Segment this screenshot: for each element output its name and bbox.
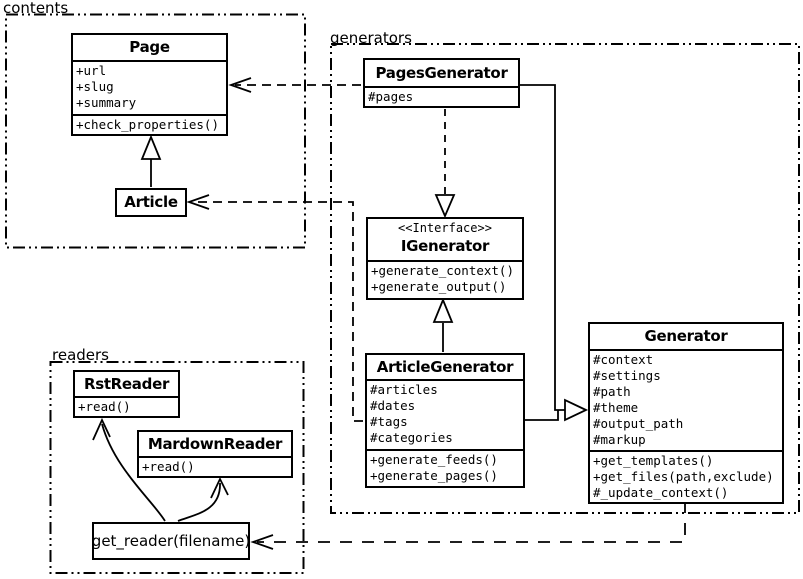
class-box-mardownreader: MardownReader +read() [137,430,293,478]
package-label-contents: contents [3,0,69,17]
edge-generator-to-get-reader [250,501,686,550]
attribute: +url [76,63,107,78]
attribute: #categories [370,430,453,445]
pages-generator-attributes: #pages [365,86,518,106]
method: +generate_output() [371,279,507,294]
method: +read() [78,399,131,414]
rstreader-methods: +read() [75,396,178,416]
function-box-get-reader: get_reader(filename) [92,522,250,560]
package-border-readers [49,361,305,574]
class-title-article: Article [124,193,178,211]
edge-article-to-page [140,134,162,187]
attribute: #output_path [593,416,684,431]
method: +get_templates() [593,453,714,468]
method: +generate_feeds() [370,452,498,467]
attribute: #path [593,384,631,399]
class-title-generator: Generator [644,327,728,345]
method: +get_files(path,exclude) [593,469,774,484]
igenerator-header: <<Interface>> IGenerator [368,219,522,260]
class-title-article-generator: ArticleGenerator [376,358,514,376]
class-box-page: Page +url +slug +summary +check_properti… [71,33,228,136]
attribute: +slug [76,79,114,94]
method: +read() [142,459,195,474]
class-title-rstreader: RstReader [83,375,170,393]
package-border-generators [330,43,800,514]
function-label-get-reader: get_reader(filename) [91,532,251,550]
class-box-article: Article [115,188,187,217]
attribute: #articles [370,382,438,397]
attribute: #markup [593,432,646,447]
generator-attributes: #context #settings #path #theme #output_… [590,349,782,450]
edge-get-reader-to-rstreader [92,417,166,522]
igenerator-methods: +generate_context() +generate_output() [368,260,522,298]
class-box-generator: Generator #context #settings #path #them… [588,322,784,504]
class-title-mardownreader: MardownReader [147,435,283,453]
class-box-rstreader: RstReader +read() [73,370,180,418]
attribute: #context [593,352,654,367]
method: +generate_pages() [370,468,498,483]
edge-articlegenerator-to-igenerator [432,297,454,352]
edge-articlegenerator-to-article [186,194,363,422]
page-attributes: +url +slug +summary [73,60,226,114]
class-box-pages-generator: PagesGenerator #pages [363,58,520,108]
edge-get-reader-to-mardownreader [177,476,229,522]
edge-generators-to-generator [520,84,589,422]
class-title-igenerator: IGenerator [400,237,490,255]
article-generator-methods: +generate_feeds() +generate_pages() [367,449,523,486]
package-label-generators: generators [330,29,412,47]
article-generator-attributes: #articles #dates #tags #categories [367,379,523,449]
method: +generate_context() [371,263,514,278]
class-title-pages-generator: PagesGenerator [375,64,508,82]
method: #_update_context() [593,485,729,500]
class-box-igenerator: <<Interface>> IGenerator +generate_conte… [366,217,524,300]
page-methods: +check_properties() [73,114,226,134]
attribute: #dates [370,398,416,413]
class-title-page: Page [129,38,170,56]
edge-pagesgenerator-to-igenerator [434,109,456,219]
package-label-readers: readers [52,346,109,364]
method: +check_properties() [76,117,219,132]
mardownreader-methods: +read() [139,456,291,476]
class-box-article-generator: ArticleGenerator #articles #dates #tags … [365,353,525,488]
package-border-contents [5,13,306,249]
attribute: #pages [368,89,414,104]
attribute: +summary [76,95,137,110]
attribute: #theme [593,400,639,415]
attribute: #settings [593,368,661,383]
generator-methods: +get_templates() +get_files(path,exclude… [590,450,782,502]
stereotype-label: <<Interface>> [398,221,492,235]
edge-pagesgenerator-to-page [228,77,361,93]
attribute: #tags [370,414,408,429]
